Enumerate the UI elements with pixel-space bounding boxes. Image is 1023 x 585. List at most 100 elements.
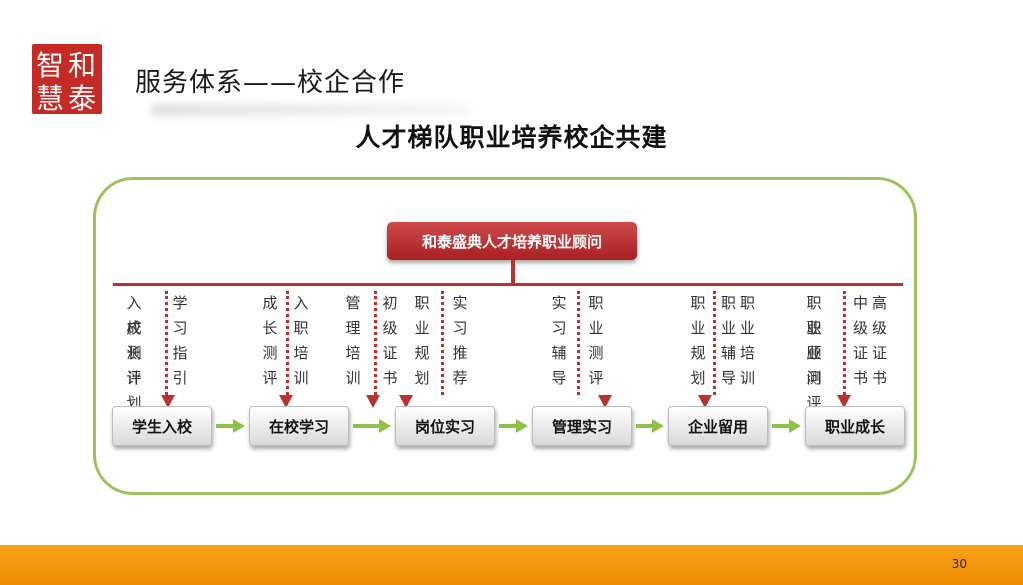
activity-text: 测计 — [126, 344, 146, 387]
activity-text: 测 — [262, 344, 278, 362]
activity-text: 训 — [345, 369, 361, 387]
activity-text: 习 — [452, 319, 468, 337]
activity-text: 业业 — [806, 319, 826, 362]
activity-text: 业 — [414, 319, 430, 337]
activity-text: 训 — [293, 369, 309, 387]
activity-column: 职业测评 — [588, 291, 604, 391]
stage-box: 学生入校 — [112, 406, 212, 446]
activity-text: 导 — [551, 369, 567, 387]
activity-text: 职 — [588, 294, 604, 312]
stage-box: 企业留用 — [668, 406, 768, 446]
activity-column: 实习推荐 — [452, 291, 468, 391]
activity-text: 培 — [345, 344, 361, 362]
activity-text: 职职 — [720, 294, 759, 312]
flow-arrow — [216, 419, 245, 433]
dotted-separator — [286, 291, 289, 395]
activity-text: 规 — [414, 344, 430, 362]
activity-text: 实 — [551, 294, 567, 312]
activity-column: 入职培训 — [293, 291, 309, 391]
activity-text: 书 — [382, 369, 398, 387]
activity-text: 导训 — [720, 369, 759, 387]
stage-box: 管理实习 — [532, 406, 632, 446]
activity-text: 实 — [452, 294, 468, 312]
footer-bar: 30 — [0, 545, 1023, 585]
header-connector — [511, 260, 515, 284]
slide-subtitle: 人才梯队职业培养校企共建 — [355, 123, 668, 152]
activity-column: 实习辅导 — [551, 291, 567, 391]
activity-text: 辅培 — [720, 344, 759, 362]
flow-arrow — [636, 419, 664, 433]
activity-text: 习 — [172, 319, 188, 337]
activity-text: 业业 — [720, 319, 759, 337]
activity-text: 职 — [293, 319, 309, 337]
activity-text: 证 — [382, 344, 398, 362]
dotted-separator — [165, 291, 168, 395]
activity-column: 成长测评 — [262, 291, 278, 391]
activity-text: 规 — [690, 344, 706, 362]
page-number: 30 — [951, 557, 967, 571]
activity-text: 习 — [551, 319, 567, 337]
dotted-separator — [441, 291, 444, 395]
down-arrow — [837, 395, 851, 408]
activity-text: 职 — [690, 294, 706, 312]
dotted-separator — [713, 291, 716, 395]
dotted-separator — [577, 291, 580, 395]
activity-text: 理 — [345, 319, 361, 337]
activity-text: 中高 — [852, 294, 891, 312]
activity-text: 级级 — [852, 319, 891, 337]
activity-text: 辅 — [551, 344, 567, 362]
activity-text: 培 — [293, 344, 309, 362]
activity-text: 学 — [172, 294, 188, 312]
logo-char-4: 泰 — [68, 82, 96, 114]
activity-text: 评划 — [126, 369, 146, 412]
activity-text: 校长 — [126, 319, 146, 362]
activity-text: 划 — [690, 369, 706, 387]
activity-text: 入 — [293, 294, 309, 312]
activity-text: 入成 — [126, 294, 146, 337]
stage-box: 在校学习 — [249, 406, 349, 446]
slide-title: 服务体系——校企合作 — [135, 68, 406, 98]
activity-text: 评 — [588, 369, 604, 387]
distribution-line — [113, 283, 903, 286]
down-arrow — [366, 395, 380, 408]
down-arrow — [598, 395, 612, 408]
title-shadow — [150, 104, 470, 116]
flow-arrow — [772, 419, 801, 433]
activity-column: 职职业业辅培导训 — [720, 291, 760, 391]
logo-char-1: 智 — [36, 49, 64, 82]
activity-text: 引 — [172, 369, 188, 387]
down-arrow — [399, 395, 413, 408]
stage-box: 岗位实习 — [395, 406, 495, 446]
activity-text: 长 — [262, 319, 278, 337]
activity-column: 初级证书 — [382, 291, 398, 391]
down-arrow — [279, 395, 293, 408]
activity-column: 学习指引 — [172, 291, 188, 391]
activity-text: 级 — [382, 319, 398, 337]
dotted-separator — [374, 291, 377, 395]
activity-column: 职业规划 — [414, 291, 430, 391]
activity-text: 业 — [588, 319, 604, 337]
diagram-header-box: 和泰盛典人才培养职业顾问 — [387, 222, 637, 260]
logo-char-2: 和 — [68, 49, 96, 82]
activity-text: 荐 — [452, 369, 468, 387]
dotted-separator — [843, 291, 846, 395]
activity-column: 入成校长测计评划 — [120, 291, 152, 412]
company-logo: 智 和 慧 泰 — [32, 44, 102, 114]
activity-text: 划 — [414, 369, 430, 387]
activity-column: 管理培训 — [345, 291, 361, 391]
activity-text: 顾测 — [806, 344, 826, 387]
activity-text: 业 — [690, 319, 706, 337]
activity-text: 初 — [382, 294, 398, 312]
activity-text: 推 — [452, 344, 468, 362]
activity-column: 中高级级证证书书 — [852, 291, 892, 391]
activity-text: 职职 — [806, 294, 826, 337]
logo-char-3: 慧 — [36, 82, 64, 114]
flow-arrow — [499, 419, 528, 433]
activity-column: 职职业业顾测问评 — [800, 291, 832, 412]
activity-column: 职业规划 — [690, 291, 706, 391]
activity-text: 职 — [414, 294, 430, 312]
activity-text: 指 — [172, 344, 188, 362]
activity-text: 测 — [588, 344, 604, 362]
activity-text: 成 — [262, 294, 278, 312]
stage-box: 职业成长 — [805, 406, 905, 446]
